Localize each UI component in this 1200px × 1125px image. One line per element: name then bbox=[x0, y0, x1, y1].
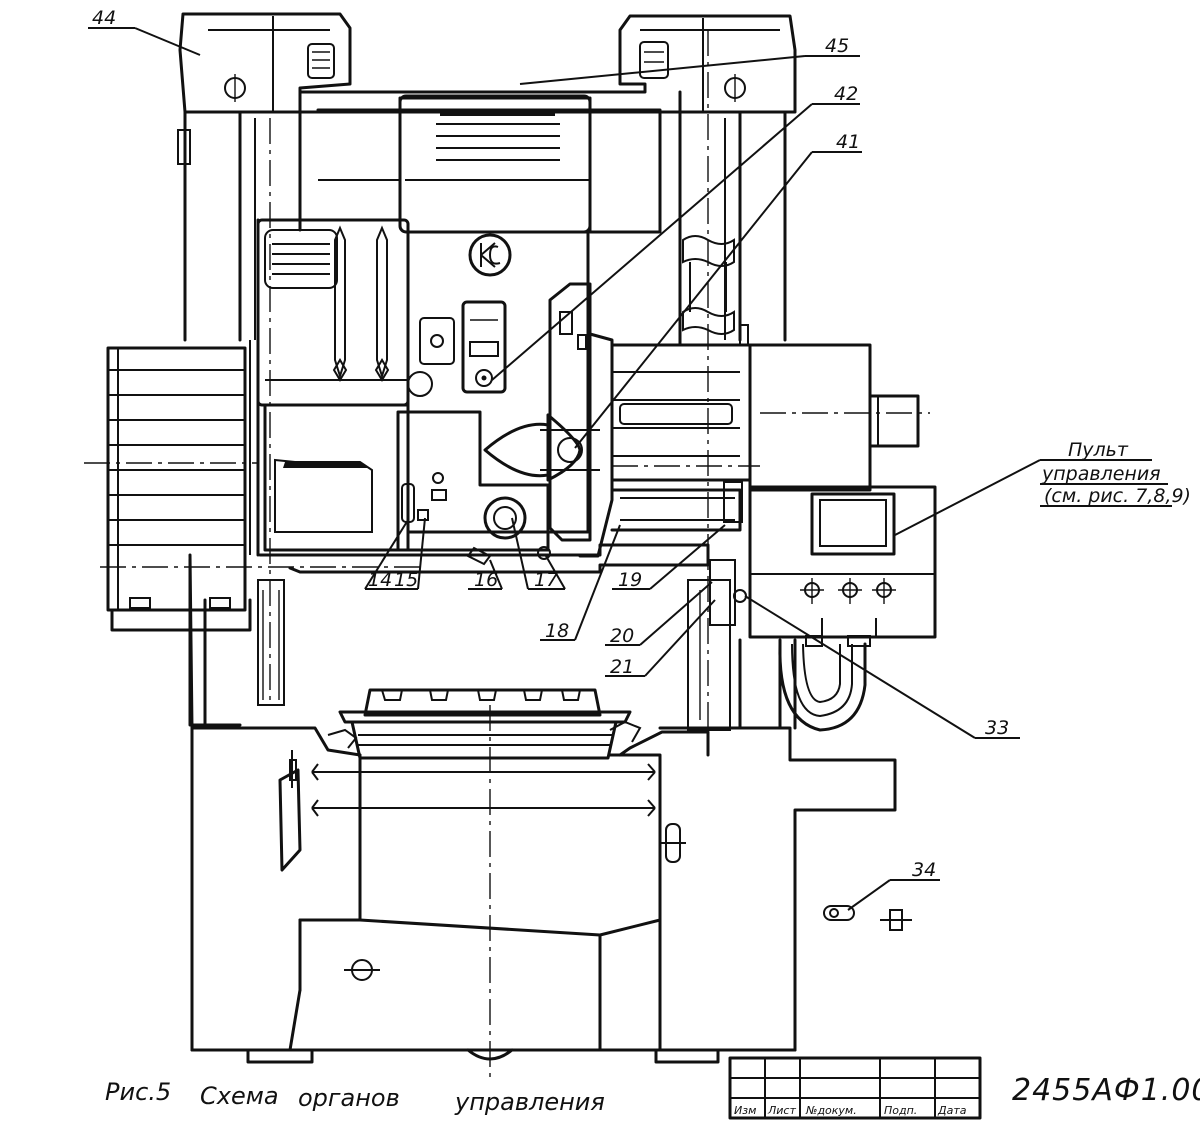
machine-base bbox=[188, 553, 912, 1064]
right-column bbox=[679, 30, 787, 755]
handle-15 bbox=[417, 509, 429, 521]
callout-20: 20 bbox=[610, 625, 634, 647]
callout-34: 34 bbox=[912, 859, 936, 881]
spindle-housing bbox=[249, 90, 710, 574]
caption-word-3: управления bbox=[454, 1088, 605, 1116]
title-block-izm: Изм bbox=[734, 1104, 756, 1117]
callout-leaders bbox=[88, 27, 1172, 911]
callout-17: 17 bbox=[534, 569, 558, 591]
left-motor bbox=[84, 346, 420, 632]
callout-labels: 44 45 42 41 14 15 16 17 18 19 20 21 33 3… bbox=[92, 7, 1009, 881]
panel-note-title: Пульт bbox=[1068, 439, 1129, 461]
panel-note-reference: (см. рис. 7,8,9) bbox=[1044, 485, 1191, 507]
callout-16: 16 bbox=[474, 569, 498, 591]
callout-44: 44 bbox=[92, 7, 116, 29]
top-crossbeam bbox=[178, 12, 797, 114]
caption-word-1: Схема bbox=[200, 1082, 279, 1110]
callout-21: 21 bbox=[610, 656, 634, 678]
right-motor bbox=[610, 324, 930, 532]
callout-41: 41 bbox=[836, 131, 860, 153]
callout-45: 45 bbox=[825, 35, 849, 57]
control-panel-42 bbox=[461, 300, 507, 394]
title-block-sign: Подп. bbox=[884, 1104, 917, 1117]
callout-18: 18 bbox=[545, 620, 569, 642]
title-block-doc: №докум. bbox=[805, 1104, 857, 1117]
lever-34 bbox=[823, 905, 855, 921]
title-block-date: Дата bbox=[937, 1104, 967, 1117]
callout-14: 14 bbox=[368, 569, 392, 591]
figure-caption: Рис.5 Схема органов управления bbox=[105, 1078, 605, 1116]
panel-note: Пульт управления (см. рис. 7,8,9) bbox=[1041, 439, 1191, 507]
ks-logo-icon bbox=[468, 233, 512, 277]
operator-control-panel bbox=[709, 485, 937, 732]
callout-33: 33 bbox=[985, 717, 1009, 739]
title-block-list: Лист bbox=[767, 1104, 796, 1117]
document-number: 2455АФ1.00 bbox=[1012, 1073, 1200, 1108]
lever-14 bbox=[401, 483, 415, 523]
left-column bbox=[177, 110, 301, 727]
panel-note-subtitle: управления bbox=[1041, 463, 1161, 485]
callout-42: 42 bbox=[834, 83, 858, 105]
title-block: Изм Лист №докум. Подп. Дата 2455АФ1.00 bbox=[728, 1056, 1200, 1120]
callout-15: 15 bbox=[394, 569, 418, 591]
caption-word-2: органов bbox=[298, 1084, 400, 1112]
work-table bbox=[327, 688, 642, 1080]
caption-figure-number: Рис.5 bbox=[105, 1078, 171, 1106]
callout-19: 19 bbox=[618, 569, 642, 591]
